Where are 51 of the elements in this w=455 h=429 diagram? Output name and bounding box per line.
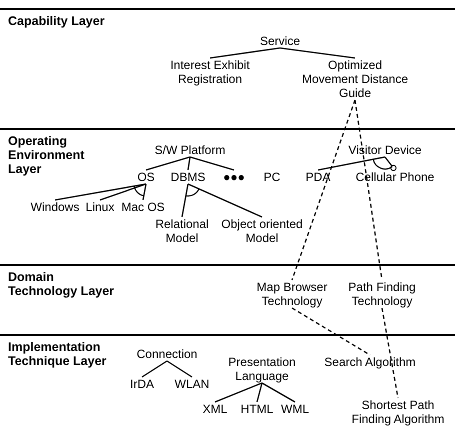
tree-line [142, 360, 168, 378]
dependency-line [292, 307, 370, 356]
feature-label: HTML [238, 402, 276, 416]
tree-line [146, 156, 190, 171]
tree-line [100, 183, 146, 201]
tree-line [384, 156, 396, 172]
feature-label: PC [261, 170, 283, 184]
layer-heading: Implementation Technique Layer [8, 340, 108, 368]
feature-label: Map Browser Technology [246, 280, 338, 308]
feature-label: Cellular Phone [352, 170, 438, 184]
feature-label: Optimized Movement Distance Guide [300, 58, 410, 100]
feature-label: WML [278, 402, 312, 416]
dependency-line [291, 100, 356, 280]
feature-label: Shortest Path Finding Algorithm [341, 398, 455, 426]
dependency-line [381, 308, 399, 398]
tree-line [262, 382, 296, 403]
tree-line [318, 156, 386, 171]
tree-line [187, 156, 191, 170]
feature-label: Search Algorithm [320, 355, 420, 369]
feature-label: S/W Platform [145, 143, 235, 157]
feature-label: DBMS [167, 170, 209, 184]
feature-label: Path Finding Technology [339, 280, 425, 308]
feature-label: PDA [303, 170, 333, 184]
tree-line [181, 184, 189, 218]
tree-line [190, 156, 234, 171]
feature-label: IrDA [127, 377, 157, 391]
layer-heading: Capability Layer [8, 14, 106, 28]
feature-label: Windows [29, 200, 81, 214]
layer-heading: Domain Technology Layer [8, 270, 116, 298]
tree-line [166, 360, 192, 378]
tree-line [188, 183, 262, 218]
feature-label: Presentation Language [214, 355, 310, 383]
feature-label: Relational Model [151, 217, 213, 245]
feature-label: WLAN [173, 377, 211, 391]
feature-label: Connection [132, 347, 202, 361]
tree-line [210, 47, 280, 59]
feature-label: Mac OS [120, 200, 166, 214]
feature-label: Interest Exhibit Registration [165, 58, 255, 86]
feature-label: Linux [83, 200, 117, 214]
feature-label: Visitor Device [345, 143, 425, 157]
tree-line [54, 183, 146, 201]
tree-line [142, 184, 147, 200]
feature-label: Service [250, 34, 310, 48]
tree-line [280, 47, 356, 59]
feature-label: XML [200, 402, 230, 416]
tree-line [256, 382, 263, 402]
layer-heading: Operating Environment Layer [8, 134, 86, 176]
tree-line [214, 382, 262, 403]
feature-label: OS [134, 170, 158, 184]
feature-label: ●●● [219, 170, 249, 184]
feature-label: Object oriented Model [214, 217, 310, 245]
